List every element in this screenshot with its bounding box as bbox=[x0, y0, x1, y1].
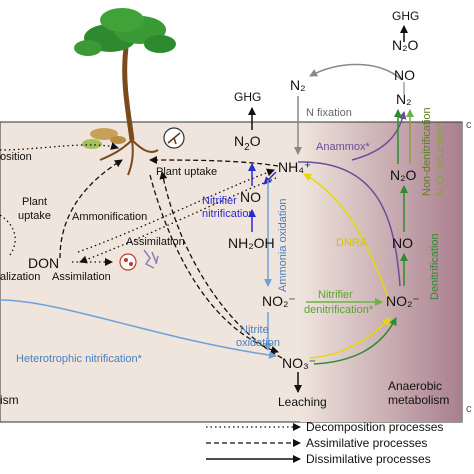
no3-to-no2-yellow-arrow bbox=[309, 317, 391, 359]
label-denitrification: Denitrification bbox=[429, 233, 441, 300]
leaf-litter-illustration bbox=[82, 128, 126, 149]
label-edge-c2: c bbox=[466, 403, 472, 415]
species-nh4: NH₄⁺ bbox=[278, 159, 311, 175]
species-ghg-right: GHG bbox=[392, 9, 419, 23]
label-nitrifier-denitrification-1: Nitrifier bbox=[318, 289, 353, 301]
label-heterotrophic-nitrification: Heterotrophic nitrification* bbox=[16, 353, 143, 365]
n2-release-arrow bbox=[309, 63, 403, 81]
label-non-denitrification: Non-denitrification bbox=[421, 107, 433, 196]
species-n2o-left: N2O bbox=[234, 133, 261, 153]
species-n2o-right-top: N₂O bbox=[392, 37, 419, 53]
mycorrhiza-icon bbox=[163, 127, 185, 149]
anammox-arrow bbox=[297, 112, 404, 287]
label-decomposition: osition bbox=[0, 151, 32, 163]
dnra-arrow bbox=[303, 173, 391, 303]
label-assimilation-mid: Assimilation bbox=[126, 236, 185, 248]
label-mineralization: alization bbox=[0, 271, 40, 283]
plant-uptake-no3-arrow bbox=[159, 171, 283, 359]
species-no-right-top: NO bbox=[394, 67, 415, 83]
label-plant-uptake-left-1: Plant bbox=[22, 196, 47, 208]
microbe-icon bbox=[119, 253, 137, 271]
label-n-fixation: N fixation bbox=[306, 107, 352, 119]
label-ammonia-oxidation: Ammonia oxidation bbox=[277, 198, 289, 292]
species-don: DON bbox=[28, 255, 59, 271]
label-ammonification: Ammonification bbox=[72, 211, 147, 223]
ammonification-arrow bbox=[77, 168, 275, 253]
no3-to-no2-green-arrow bbox=[313, 317, 397, 365]
species-no2-right: NO₂⁻ bbox=[386, 293, 420, 309]
decomposition-to-leaf-arrow bbox=[0, 214, 16, 256]
species-nh2oh: NH₂OH bbox=[228, 235, 275, 251]
plant-uptake-top-arrow bbox=[149, 156, 279, 167]
plant-uptake-left-arrow bbox=[59, 159, 123, 259]
label-plant-uptake-left-2: uptake bbox=[18, 210, 51, 222]
nh4-to-no-arrow bbox=[263, 171, 277, 185]
species-ghg-left: GHG bbox=[234, 90, 261, 104]
label-nitrite-oxidation-2: oxidation bbox=[236, 337, 280, 349]
species-no-left: NO bbox=[240, 189, 261, 205]
legend-label-decomposition: Decomposition processes bbox=[306, 420, 443, 434]
label-plant-uptake-top: Plant uptake bbox=[156, 166, 217, 178]
decomposition-arrow bbox=[0, 142, 119, 151]
species-no-right: NO bbox=[392, 235, 413, 251]
species-n2o-right: N₂O bbox=[390, 167, 417, 183]
label-assimilation-low: Assimilation bbox=[52, 271, 111, 283]
label-nitrifier-nitrification-2: nitrification bbox=[202, 208, 255, 220]
label-anaerobic-2: metabolism bbox=[388, 393, 449, 407]
tree-illustration bbox=[74, 8, 176, 176]
legend: Decomposition processes Assimilative pro… bbox=[206, 420, 443, 466]
label-nitrifier-nitrification-1: Nitrifier bbox=[202, 195, 237, 207]
label-dnra: DNRA bbox=[336, 237, 368, 249]
species-n2-right: N₂ bbox=[396, 91, 412, 107]
legend-label-dissimilative: Dissimilative processes bbox=[306, 452, 431, 466]
assimilation-no3-arrow bbox=[149, 174, 279, 354]
label-n2o-reduction: N₂O reduction* bbox=[435, 122, 447, 196]
label-aerobic-cut: ism bbox=[0, 393, 19, 407]
species-no2-center: NO₂⁻ bbox=[262, 293, 296, 309]
label-anammox: Anammox* bbox=[316, 141, 371, 153]
anaerobic-region bbox=[300, 122, 462, 422]
fungi-icon bbox=[143, 249, 159, 269]
label-leaching: Leaching bbox=[278, 395, 327, 409]
label-anaerobic-1: Anaerobic bbox=[388, 379, 442, 393]
label-nitrite-oxidation-1: Nitrite bbox=[240, 324, 269, 336]
label-nitrifier-denitrification-2: denitrification* bbox=[304, 304, 374, 316]
species-no3: NO₃⁻ bbox=[282, 355, 316, 371]
legend-label-assimilative: Assimilative processes bbox=[306, 436, 427, 450]
species-n2-top: N₂ bbox=[290, 77, 306, 93]
label-edge-c1: c bbox=[466, 119, 472, 131]
heterotrophic-nitrification-arrow bbox=[0, 299, 277, 360]
assimilation-mid-arrow bbox=[79, 177, 277, 264]
